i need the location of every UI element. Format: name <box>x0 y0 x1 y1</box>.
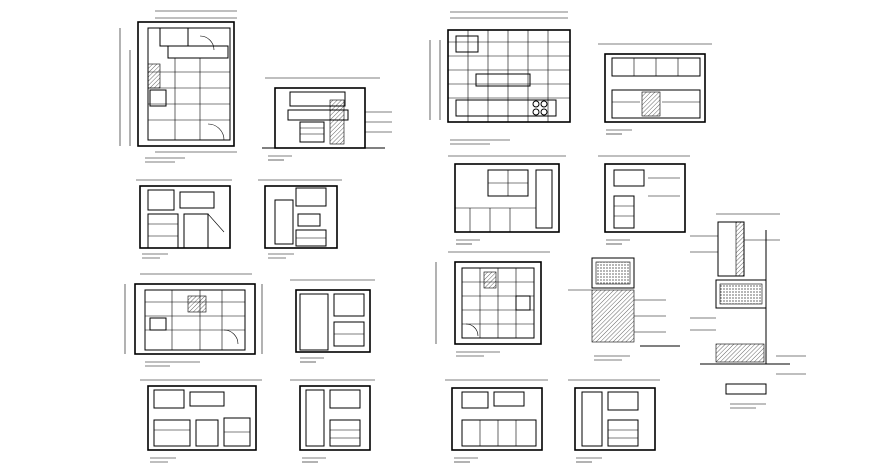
wall-section-1 <box>568 257 680 361</box>
kitchen-plan-3 <box>429 11 571 145</box>
wall-section-2 <box>690 213 806 409</box>
kitchen-elevation-1 <box>262 77 392 161</box>
kitchen-elevation-6 <box>290 379 375 463</box>
kitchen-elevation-2 <box>136 179 232 259</box>
kitchen-elevation-9 <box>598 155 690 245</box>
kitchen-elevation-4 <box>290 279 375 363</box>
kitchen-elevation-5 <box>140 379 262 463</box>
kitchen-plan-2 <box>124 273 263 367</box>
kitchen-elevation-11 <box>568 379 660 463</box>
kitchen-elevation-7 <box>598 43 712 135</box>
kitchen-elevation-10 <box>445 379 548 463</box>
kitchen-plan-1 <box>119 10 237 163</box>
kitchen-elevation-3 <box>258 179 342 259</box>
kitchen-elevation-8 <box>448 155 566 245</box>
kitchen-plan-4 <box>435 251 550 357</box>
